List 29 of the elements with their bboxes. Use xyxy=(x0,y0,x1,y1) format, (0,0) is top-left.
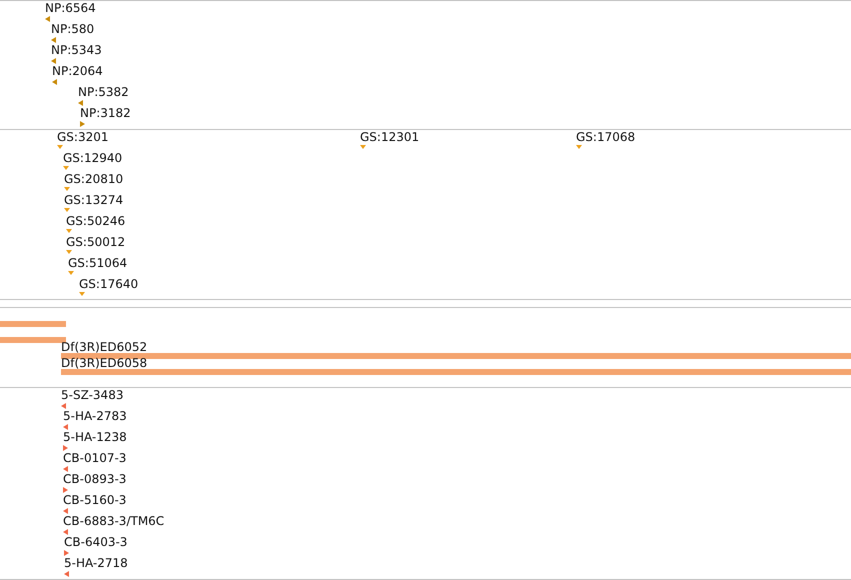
feature-label: GS:17068 xyxy=(576,131,636,144)
feature-bar xyxy=(0,337,66,343)
feature-label: 5-HA-2718 xyxy=(64,557,128,570)
feature-label: GS:50246 xyxy=(66,215,126,228)
feature-label: GS:50012 xyxy=(66,236,126,249)
feature-label: CB-0893-3 xyxy=(63,473,126,486)
feature-label: Df(3R)ED6052 xyxy=(61,341,148,354)
feature-label: GS:17640 xyxy=(79,278,138,291)
feature-label: CB-6883-3/TM6C xyxy=(63,515,164,528)
feature-label: CB-6403-3 xyxy=(64,536,128,549)
feature-label: NP:5343 xyxy=(51,44,102,57)
feature-label: GS:51064 xyxy=(68,257,128,270)
feature-label: CB-5160-3 xyxy=(63,494,126,507)
feature-label: 5-HA-1238 xyxy=(63,431,127,444)
feature-label: NP:6564 xyxy=(45,2,96,15)
feature-label: Df(3R)ED6058 xyxy=(61,357,148,370)
feature-label: 5-HA-2783 xyxy=(63,410,127,423)
feature-label: GS:12940 xyxy=(63,152,122,165)
feature-label: 5-SZ-3483 xyxy=(61,389,124,402)
feature-bar xyxy=(0,321,66,327)
feature-label: NP:580 xyxy=(51,23,94,36)
feature-label: NP:3182 xyxy=(80,107,131,120)
feature-label: GS:20810 xyxy=(64,173,124,186)
feature-label: NP:2064 xyxy=(52,65,103,78)
feature-label: GS:13274 xyxy=(64,194,124,207)
feature-label: NP:5382 xyxy=(78,86,129,99)
feature-label: CB-0107-3 xyxy=(63,452,126,465)
feature-label: GS:3201 xyxy=(57,131,108,144)
feature-label: GS:12301 xyxy=(360,131,420,144)
